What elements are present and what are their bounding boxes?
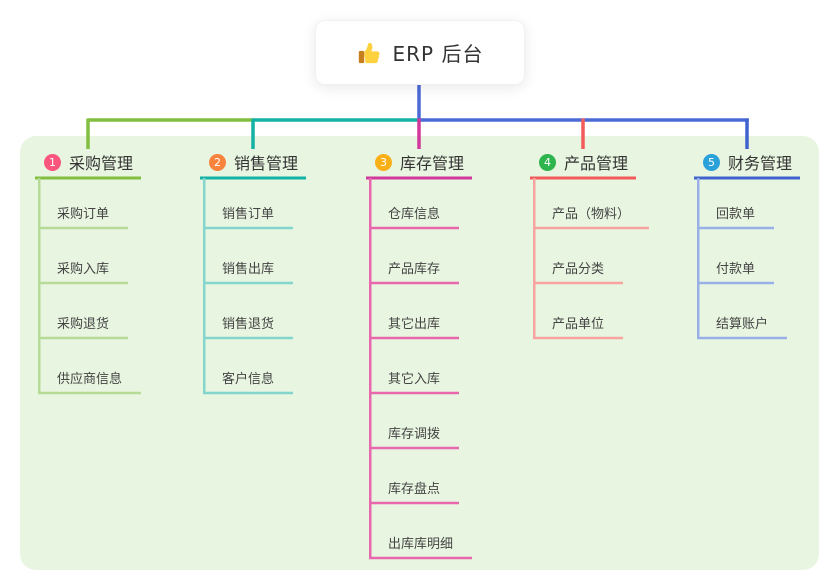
child-label: 其它入库 bbox=[388, 372, 441, 387]
child-node[interactable]: 库存调拨 bbox=[388, 423, 440, 442]
child-node[interactable]: 产品（物料） bbox=[552, 203, 630, 222]
child-node[interactable]: 仓库信息 bbox=[388, 203, 440, 222]
child-label: 回款单 bbox=[716, 207, 756, 222]
child-label: 结算账户 bbox=[716, 317, 769, 332]
branch-label: 采购管理 bbox=[69, 154, 134, 173]
branch-label: 产品管理 bbox=[564, 154, 629, 173]
branch-number-badge: 1 bbox=[44, 153, 61, 171]
root-node[interactable]: ERP 后台 bbox=[315, 20, 525, 85]
child-node[interactable]: 供应商信息 bbox=[57, 368, 122, 387]
child-label: 产品分类 bbox=[552, 262, 605, 277]
child-node[interactable]: 出库库明细 bbox=[388, 533, 453, 552]
branch-node-2[interactable]: 2 销售管理 bbox=[209, 151, 298, 173]
child-label: 产品库存 bbox=[388, 262, 441, 277]
child-node[interactable]: 付款单 bbox=[716, 258, 755, 277]
branch-label: 销售管理 bbox=[234, 154, 299, 173]
child-node[interactable]: 客户信息 bbox=[222, 368, 274, 387]
child-node[interactable]: 结算账户 bbox=[716, 313, 768, 332]
child-label: 销售退货 bbox=[222, 317, 275, 332]
child-node[interactable]: 产品库存 bbox=[388, 258, 440, 277]
child-node[interactable]: 采购订单 bbox=[57, 203, 109, 222]
child-label: 库存调拨 bbox=[388, 427, 441, 442]
branch-number-badge: 5 bbox=[703, 153, 720, 171]
mindmap-panel bbox=[20, 136, 819, 570]
child-node[interactable]: 销售出库 bbox=[222, 258, 274, 277]
child-label: 客户信息 bbox=[222, 372, 275, 387]
child-node[interactable]: 产品单位 bbox=[552, 313, 604, 332]
child-label: 库存盘点 bbox=[388, 482, 441, 497]
branch-node-4[interactable]: 4 产品管理 bbox=[539, 151, 628, 173]
branch-number-badge: 2 bbox=[209, 153, 226, 171]
branch-label: 财务管理 bbox=[728, 154, 793, 173]
child-label: 采购入库 bbox=[57, 262, 110, 277]
child-node[interactable]: 销售订单 bbox=[222, 203, 274, 222]
child-node[interactable]: 其它出库 bbox=[388, 313, 440, 332]
branch-node-3[interactable]: 3 库存管理 bbox=[375, 151, 464, 173]
child-label: 产品单位 bbox=[552, 317, 605, 332]
child-node[interactable]: 采购退货 bbox=[57, 313, 109, 332]
branch-node-5[interactable]: 5 财务管理 bbox=[703, 151, 792, 173]
child-node[interactable]: 其它入库 bbox=[388, 368, 440, 387]
branch-number-badge: 3 bbox=[375, 153, 392, 171]
child-node[interactable]: 产品分类 bbox=[552, 258, 604, 277]
child-label: 其它出库 bbox=[388, 317, 441, 332]
child-node[interactable]: 库存盘点 bbox=[388, 478, 440, 497]
child-label: 销售出库 bbox=[222, 262, 275, 277]
child-label: 销售订单 bbox=[222, 207, 275, 222]
child-node[interactable]: 采购入库 bbox=[57, 258, 109, 277]
child-label: 出库库明细 bbox=[388, 537, 454, 552]
root-label: ERP 后台 bbox=[392, 42, 484, 66]
child-label: 采购退货 bbox=[57, 317, 110, 332]
branch-node-1[interactable]: 1 采购管理 bbox=[44, 151, 133, 173]
child-label: 产品（物料） bbox=[552, 207, 631, 222]
branch-label: 库存管理 bbox=[400, 154, 465, 173]
child-label: 仓库信息 bbox=[388, 207, 441, 222]
thumbs-up-icon bbox=[357, 40, 383, 66]
child-label: 供应商信息 bbox=[57, 372, 123, 387]
branch-number-badge: 4 bbox=[539, 153, 556, 171]
child-node[interactable]: 回款单 bbox=[716, 203, 755, 222]
child-label: 付款单 bbox=[716, 262, 756, 277]
child-node[interactable]: 销售退货 bbox=[222, 313, 274, 332]
child-label: 采购订单 bbox=[57, 207, 110, 222]
